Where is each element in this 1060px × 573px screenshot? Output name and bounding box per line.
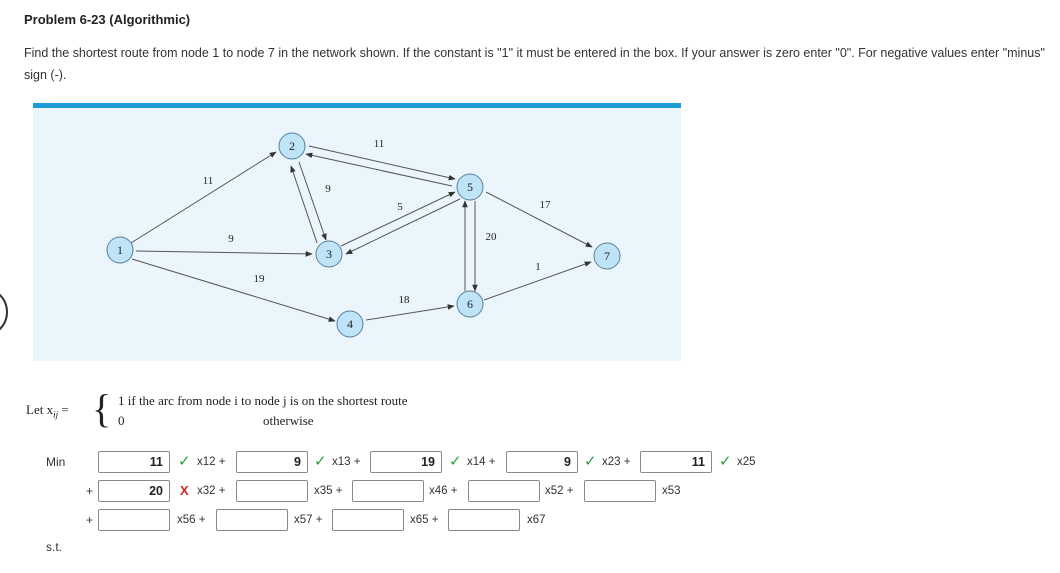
arc-label-5-7: 17 bbox=[540, 199, 552, 211]
node-5 bbox=[456, 173, 484, 201]
arc-6-7 bbox=[483, 261, 592, 301]
coef-x52-input[interactable] bbox=[468, 480, 540, 502]
var-x14: x14 + bbox=[467, 456, 496, 468]
var-x53: x53 bbox=[662, 485, 681, 497]
arc-4-6 bbox=[365, 304, 455, 321]
var-x56: x56 + bbox=[177, 514, 206, 526]
variable-definition-label: Let xij = bbox=[26, 402, 69, 420]
arc-label-2-5: 11 bbox=[374, 138, 385, 150]
arc-3-2 bbox=[290, 165, 318, 244]
node-4 bbox=[336, 310, 364, 338]
coef-x23-input[interactable] bbox=[506, 451, 578, 473]
correct-check-icon: ✓ bbox=[314, 453, 327, 470]
coef-x56-input[interactable] bbox=[98, 509, 170, 531]
problem-instruction: Find the shortest route from node 1 to n… bbox=[24, 46, 1045, 82]
arc-5-7 bbox=[485, 191, 593, 248]
coef-x12-input[interactable] bbox=[98, 451, 170, 473]
node-1 bbox=[106, 236, 134, 264]
definition-case-2-text: otherwise bbox=[263, 413, 314, 428]
coef-x14-input[interactable] bbox=[370, 451, 442, 473]
var-x57: x57 + bbox=[294, 514, 323, 526]
arc-label-1-4: 19 bbox=[254, 273, 266, 285]
node-label-3: 3 bbox=[326, 247, 332, 261]
node-label-4: 4 bbox=[347, 317, 353, 331]
subject-to-label: s.t. bbox=[46, 540, 63, 554]
node-label-2: 2 bbox=[289, 139, 295, 153]
node-label-5: 5 bbox=[467, 180, 473, 194]
var-x52: x52 + bbox=[545, 485, 574, 497]
coef-x13-input[interactable] bbox=[236, 451, 308, 473]
arc-5-3 bbox=[345, 198, 461, 255]
var-x67: x67 bbox=[527, 514, 546, 526]
min-label: Min bbox=[46, 455, 66, 469]
network-panel-accent bbox=[33, 103, 681, 108]
coef-x65-input[interactable] bbox=[332, 509, 404, 531]
node-2 bbox=[278, 132, 306, 160]
definition-case-2-value: 0 bbox=[118, 413, 125, 428]
arc-2-3 bbox=[298, 161, 327, 241]
plus-sign: + bbox=[86, 484, 94, 498]
arc-label-1-3: 9 bbox=[228, 233, 234, 245]
arc-label-4-6: 18 bbox=[399, 294, 411, 306]
var-x35: x35 + bbox=[314, 485, 343, 497]
coef-x57-input[interactable] bbox=[216, 509, 288, 531]
definition-brace: { bbox=[92, 386, 112, 431]
var-x13: x13 + bbox=[332, 456, 361, 468]
correct-check-icon: ✓ bbox=[584, 453, 597, 470]
correct-check-icon: ✓ bbox=[178, 453, 191, 470]
arc-label-6-7: 1 bbox=[535, 261, 541, 273]
arc-label-5-6: 20 bbox=[486, 231, 498, 243]
arc-5-2 bbox=[305, 152, 453, 187]
var-x46: x46 + bbox=[429, 485, 458, 497]
var-x12: x12 + bbox=[197, 456, 226, 468]
node-6 bbox=[456, 290, 484, 318]
coef-x25-input[interactable] bbox=[640, 451, 712, 473]
node-label-6: 6 bbox=[467, 297, 473, 311]
var-x32: x32 + bbox=[197, 485, 226, 497]
correct-check-icon: ✓ bbox=[449, 453, 462, 470]
var-x23: x23 + bbox=[602, 456, 631, 468]
var-x25: x25 bbox=[737, 456, 756, 468]
node-7 bbox=[593, 242, 621, 270]
arc-1-2 bbox=[130, 151, 277, 244]
node-3 bbox=[315, 240, 343, 268]
incorrect-x-icon: X bbox=[180, 483, 189, 498]
arc-label-3-5: 5 bbox=[397, 201, 403, 213]
correct-check-icon: ✓ bbox=[719, 453, 732, 470]
coef-x32-input[interactable] bbox=[98, 480, 170, 502]
var-x65: x65 + bbox=[410, 514, 439, 526]
node-label-7: 7 bbox=[604, 249, 610, 263]
arc-label-1-2: 11 bbox=[203, 175, 214, 187]
arc-2-5 bbox=[308, 145, 456, 181]
node-label-1: 1 bbox=[117, 243, 123, 257]
definition-case-1: 1 if the arc from node i to node j is on… bbox=[118, 393, 408, 408]
arc-label-2-3: 9 bbox=[325, 183, 331, 195]
coef-x46-input[interactable] bbox=[352, 480, 424, 502]
coef-x67-input[interactable] bbox=[448, 509, 520, 531]
arc-1-4 bbox=[131, 258, 336, 322]
coef-x35-input[interactable] bbox=[236, 480, 308, 502]
coef-x53-input[interactable] bbox=[584, 480, 656, 502]
plus-sign: + bbox=[86, 513, 94, 527]
problem-title: Problem 6-23 (Algorithmic) bbox=[24, 12, 191, 27]
arc-3-5 bbox=[340, 191, 456, 247]
arc-1-3 bbox=[135, 250, 313, 257]
